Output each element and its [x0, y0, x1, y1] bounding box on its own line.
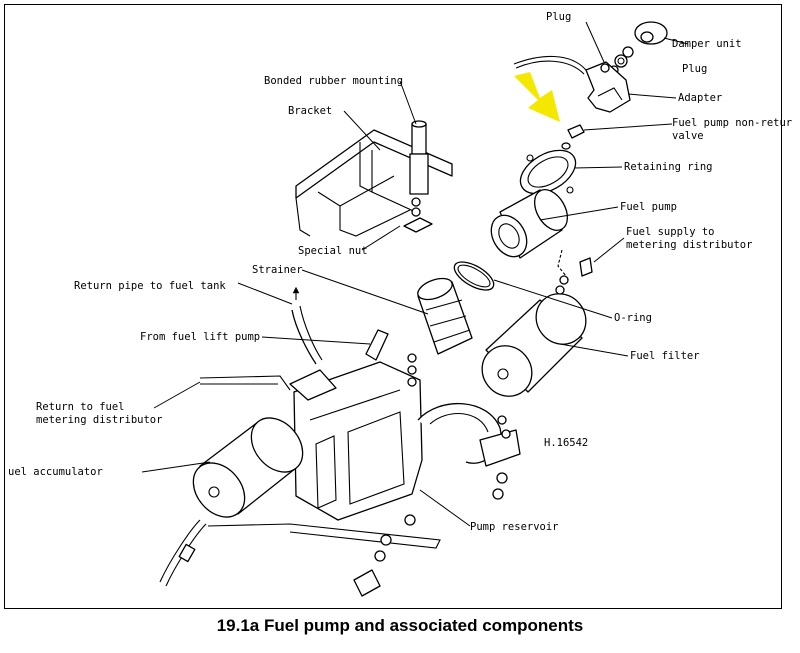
- label-plug-top: Plug: [546, 11, 571, 23]
- figure-caption: 19.1a Fuel pump and associated component…: [216, 616, 584, 635]
- label-special-nut: Special nut: [298, 245, 368, 257]
- damper-unit-part: [609, 21, 668, 75]
- label-bonded-rubber-mounting: Bonded rubber mounting: [264, 75, 403, 87]
- labels: Plug Damper unit Plug Bonded rubber moun…: [8, 11, 792, 533]
- return-pipe-part: [291, 286, 323, 365]
- clamp-ring-part: [417, 402, 521, 467]
- highlight-arrow-icon: [514, 72, 560, 122]
- label-from-lift-pump: From fuel lift pump: [140, 331, 260, 343]
- bonded-rubber-mounting-part: [409, 120, 429, 195]
- fasteners: [353, 353, 511, 597]
- label-fuel-pump: Fuel pump: [620, 201, 677, 213]
- label-plug-right: Plug: [682, 63, 707, 75]
- diagram-frame: [4, 4, 782, 609]
- label-return-to-fuel-1: Return to fuel: [36, 401, 125, 413]
- fuel-accumulator-part: [192, 417, 304, 518]
- label-retaining-ring: Retaining ring: [624, 161, 713, 173]
- label-bracket: Bracket: [288, 105, 332, 117]
- adapter-part: [513, 55, 631, 113]
- label-return-to-fuel-2: metering distributor: [36, 414, 162, 426]
- label-non-return-valve-2: valve: [672, 130, 704, 142]
- leader-lines: [141, 21, 689, 527]
- fuel-pump-part: [490, 189, 569, 259]
- non-return-valve-part: [561, 124, 585, 150]
- lift-pump-pipe-part: [365, 329, 389, 361]
- strainer-part: [417, 277, 473, 355]
- pump-reservoir-part: [289, 361, 423, 521]
- label-non-return-valve-1: Fuel pump non-retur: [672, 117, 792, 129]
- special-nut-part: [403, 197, 433, 233]
- label-fuel-supply-2: metering distributor: [626, 239, 752, 251]
- label-damper-unit: Damper unit: [672, 38, 742, 50]
- fuel-pump-diagram: Plug Damper unit Plug Bonded rubber moun…: [8, 11, 792, 597]
- label-adapter: Adapter: [678, 92, 722, 104]
- fuel-filter-part: [481, 293, 587, 397]
- lower-pipe-part: [159, 519, 441, 587]
- fuel-supply-fitting: [555, 249, 593, 295]
- o-ring-part: [453, 261, 495, 291]
- retaining-ring-part: [519, 149, 577, 195]
- label-diagram-id: H.16542: [544, 437, 588, 449]
- label-o-ring: O-ring: [614, 312, 652, 324]
- label-fuel-supply-1: Fuel supply to: [626, 226, 715, 238]
- return-to-distributor-pipe: [199, 375, 291, 391]
- label-strainer: Strainer: [252, 264, 303, 276]
- label-fuel-accumulator: uel accumulator: [8, 466, 103, 478]
- label-return-pipe: Return pipe to fuel tank: [74, 280, 226, 292]
- label-fuel-filter: Fuel filter: [630, 350, 700, 362]
- label-pump-reservoir: Pump reservoir: [470, 521, 559, 533]
